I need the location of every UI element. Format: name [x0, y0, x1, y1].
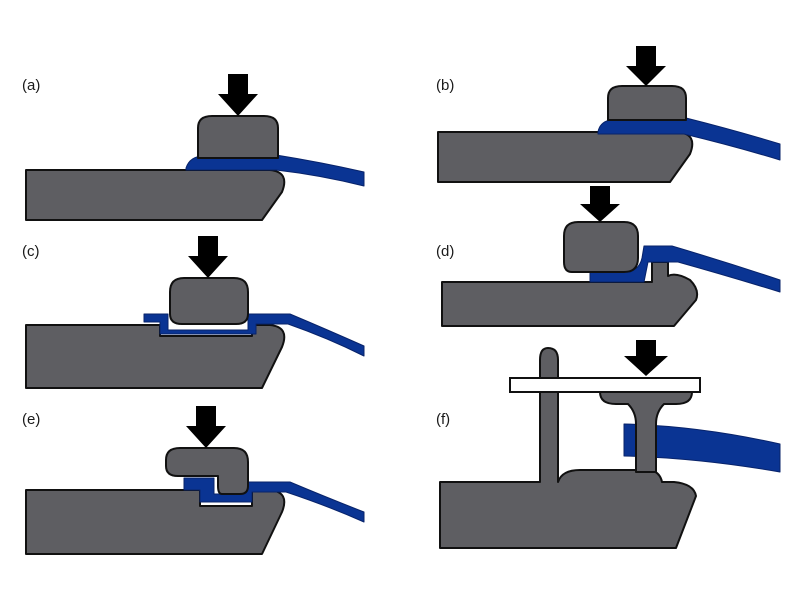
down-arrow-icon — [186, 406, 226, 448]
panel-d-wire — [589, 245, 781, 293]
panel-c: (c) — [22, 236, 365, 389]
down-arrow-icon — [626, 46, 666, 86]
panel-label-e: (e) — [22, 411, 40, 428]
panel-c-bonding-tool — [169, 277, 249, 325]
down-arrow-icon — [188, 236, 228, 278]
panel-label-b: (b) — [436, 77, 454, 94]
panel-a-substrate — [25, 169, 286, 221]
panel-label-d: (d) — [436, 243, 454, 260]
down-arrow-icon — [624, 340, 668, 376]
panel-f-pressure-plate — [509, 377, 701, 393]
panel-d-substrate — [441, 261, 699, 327]
down-arrow-icon — [580, 186, 620, 222]
panel-label-f: (f) — [436, 411, 450, 428]
panel-a: (a) — [22, 74, 365, 221]
panel-d: (d) — [436, 186, 781, 327]
panel-f-bonding-tool — [599, 391, 693, 473]
panel-f-wire — [623, 423, 781, 473]
panel-a-wire — [185, 154, 365, 187]
down-arrow-icon — [218, 74, 258, 116]
panel-b-bonding-tool — [607, 85, 687, 121]
panel-c-wire — [143, 313, 365, 357]
panel-a-bonding-tool — [197, 115, 279, 159]
panel-f: (f) — [436, 340, 781, 549]
panel-label-c: (c) — [22, 243, 40, 260]
panel-e-bonding-tool — [165, 447, 249, 495]
panel-b: (b) — [436, 46, 781, 183]
panel-d-bonding-tool — [563, 221, 639, 273]
panel-label-a: (a) — [22, 77, 40, 94]
panel-f-substrate — [439, 347, 697, 549]
panel-e-substrate — [25, 489, 286, 555]
panel-e: (e) — [22, 406, 365, 555]
panel-b-wire — [597, 117, 781, 161]
panel-c-substrate — [25, 324, 286, 389]
panel-e-wire — [183, 477, 365, 523]
panel-b-substrate — [437, 131, 694, 183]
